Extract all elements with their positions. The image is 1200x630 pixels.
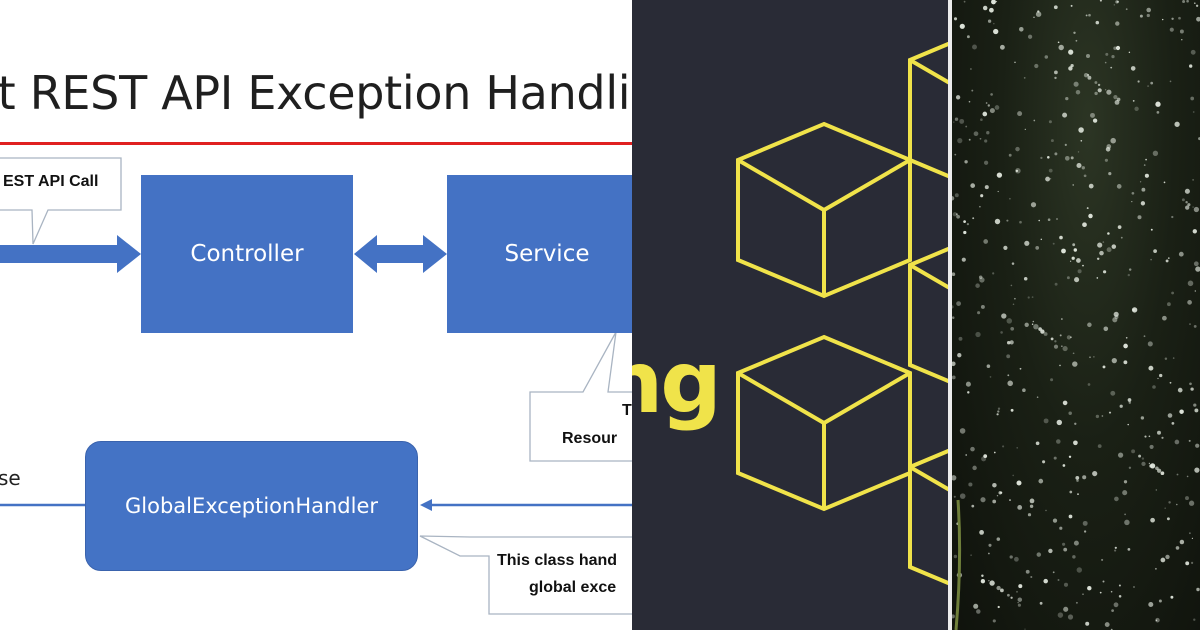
diagram-title: oot REST API Exception Handli	[0, 66, 631, 120]
response-label: se	[0, 466, 21, 490]
cube-outline	[908, 41, 948, 179]
handler-callout-line2: global exce	[529, 579, 617, 596]
cube-outline	[908, 246, 948, 384]
resource-callout	[529, 331, 632, 462]
cube-pattern	[736, 41, 948, 586]
handler-callout	[419, 535, 632, 615]
brand-wordmark-fragment: ng	[632, 333, 722, 433]
rest-call-callout	[0, 157, 122, 245]
resource-callout-line1: T	[622, 402, 632, 419]
panel-divider	[948, 0, 952, 630]
rain-bokeh-image	[952, 0, 1200, 630]
resource-callout-line2: Resour	[562, 430, 618, 447]
controller-box: Controller	[141, 175, 353, 333]
controller-service-arrow	[354, 235, 447, 273]
global-exception-handler-box: GlobalExceptionHandler	[85, 441, 418, 571]
incoming-arrow	[0, 235, 141, 273]
diagram-panel: oot REST API Exception Handli Controller…	[0, 66, 632, 615]
handler-callout-line1: This class hand	[497, 552, 618, 569]
service-box: Service	[447, 175, 632, 333]
rain-photo-panel	[952, 0, 1200, 630]
cube-outline	[736, 121, 912, 299]
rest-call-label: EST API Call	[3, 173, 99, 190]
cube-outline	[908, 448, 948, 586]
title-underline	[0, 142, 632, 145]
diagram-connectors	[0, 157, 632, 615]
cube-outline	[736, 334, 912, 512]
brand-panel: ng	[632, 0, 948, 630]
handler-incoming-arrowhead	[420, 499, 432, 511]
